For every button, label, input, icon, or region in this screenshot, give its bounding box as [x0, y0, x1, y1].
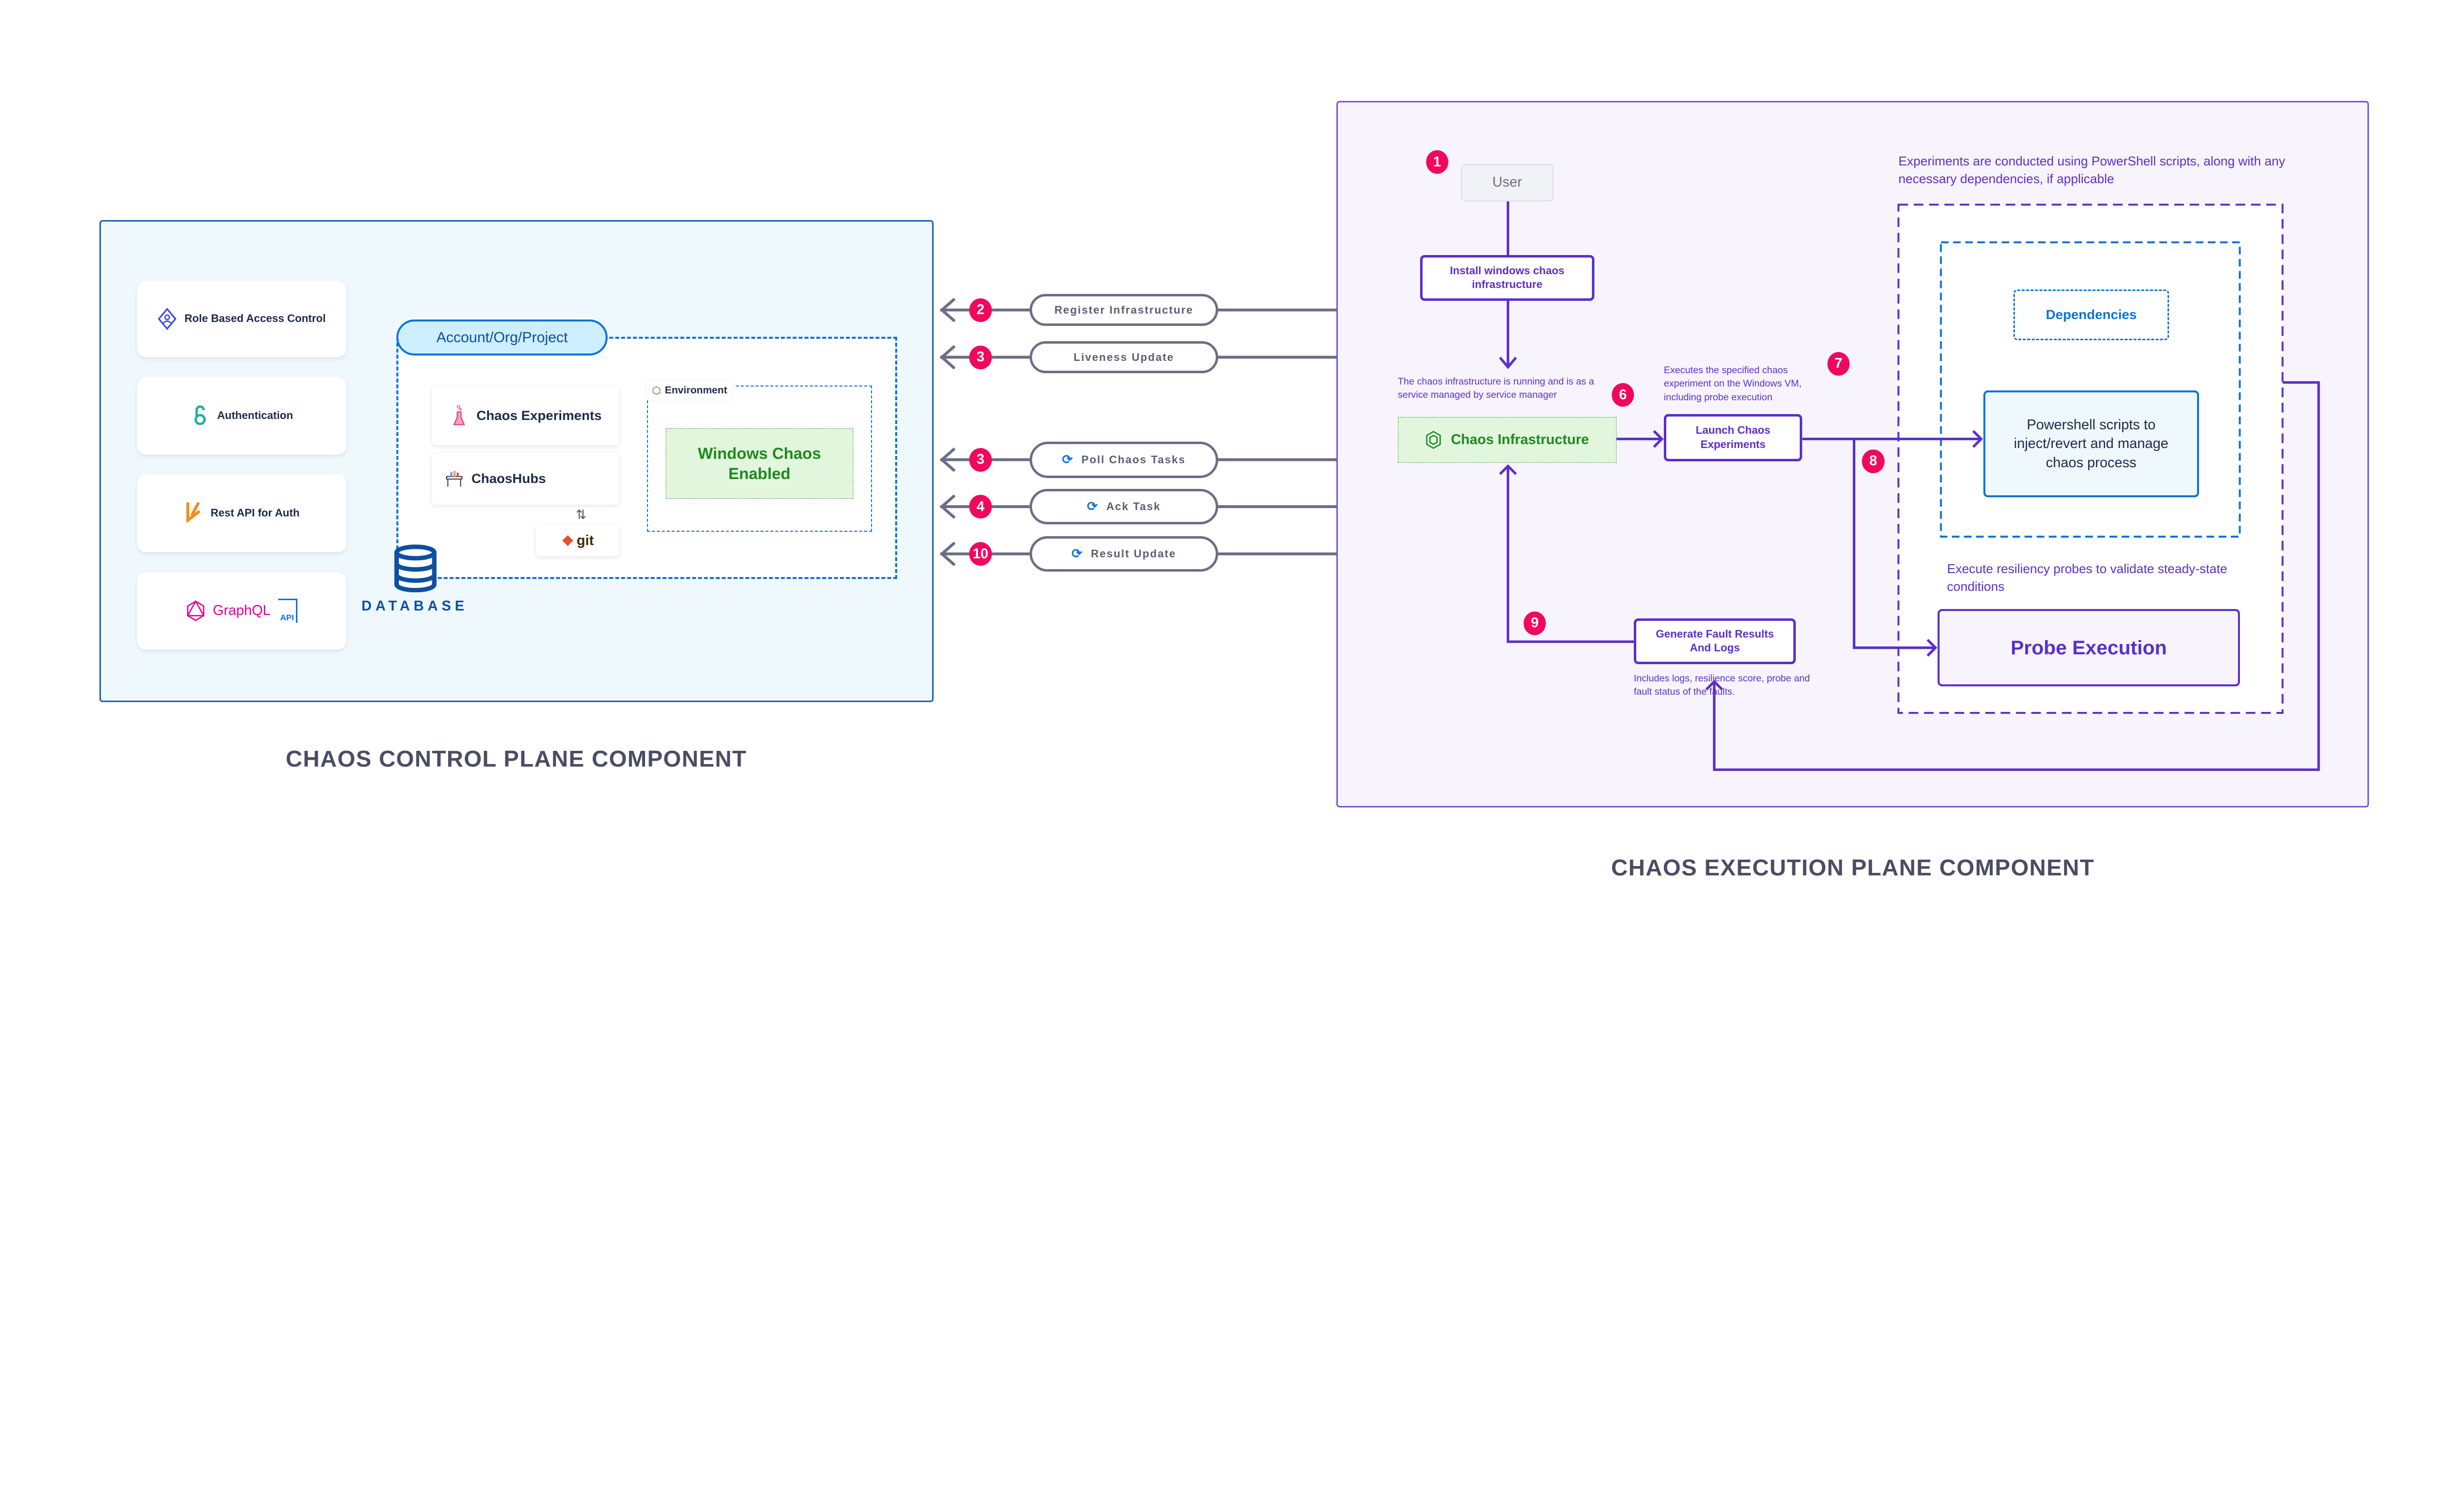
flask-icon: [453, 405, 465, 425]
chaoshubs-card[interactable]: ChaosHubs: [431, 451, 620, 506]
message-ack-task[interactable]: ⟳ Ack Task: [1029, 489, 1219, 524]
step-badge: 8: [1862, 449, 1884, 473]
step-badge: 4: [969, 495, 992, 519]
step-badge: 7: [1827, 352, 1850, 376]
graphql-icon: [186, 600, 205, 621]
probe-note: Execute resiliency probes to validate st…: [1947, 562, 2228, 594]
execution-plane-title: CHAOS EXECUTION PLANE COMPONENT: [1611, 854, 2095, 880]
chaos-infrastructure-label: Chaos Infrastructure: [1451, 432, 1589, 448]
card-graphql[interactable]: GraphQL API: [137, 571, 347, 650]
rest-api-icon: [186, 502, 200, 523]
sync-icon: ⟳: [1062, 452, 1074, 467]
powershell-scripts-box[interactable]: Powershell scripts to inject/revert and …: [1983, 390, 2199, 498]
message-label: Liveness Update: [1073, 351, 1174, 363]
graphql-label: GraphQL: [213, 602, 271, 618]
chaos-infrastructure-box[interactable]: Chaos Infrastructure: [1397, 417, 1617, 463]
install-infrastructure-box[interactable]: Install windows chaos infrastructure: [1420, 255, 1595, 301]
user-box[interactable]: User: [1460, 163, 1554, 202]
message-label: Result Update: [1091, 547, 1176, 560]
generate-results-box[interactable]: Generate Fault Results And Logs: [1633, 618, 1796, 664]
sync-icon: ⟳: [1071, 547, 1083, 561]
card-rest-api[interactable]: Rest API for Auth: [137, 474, 347, 552]
git-label: git: [577, 532, 594, 548]
message-liveness-update[interactable]: Liveness Update: [1029, 341, 1219, 373]
launch-flow-lines: [1802, 430, 1983, 657]
api-doc-icon: API: [278, 598, 297, 623]
git-card[interactable]: git: [535, 524, 620, 557]
card-label: Role Based Access Control: [184, 312, 326, 325]
card-authentication[interactable]: Authentication: [137, 376, 347, 455]
step-badge: 9: [1523, 611, 1546, 635]
message-poll-chaos-tasks[interactable]: ⟳ Poll Chaos Tasks: [1029, 441, 1219, 478]
step-badge: 3: [969, 448, 992, 472]
step-badge: 1: [1425, 150, 1449, 174]
environment-label: Environment: [665, 385, 727, 396]
step-badge: 2: [969, 298, 992, 322]
message-label: Ack Task: [1106, 500, 1161, 513]
infra-note: The chaos infrastructure is running and …: [1397, 376, 1594, 401]
dependencies-box[interactable]: Dependencies: [2013, 290, 2170, 340]
step-badge: 3: [969, 345, 992, 369]
sync-icon: ⟳: [1087, 500, 1099, 514]
chaos-experiments-label: Chaos Experiments: [476, 407, 602, 423]
database-label: DATABASE: [361, 598, 468, 614]
launch-chaos-experiments-box[interactable]: Launch Chaos Experiments: [1663, 414, 1803, 461]
step-badge: 10: [969, 542, 992, 566]
chaoshubs-icon: [446, 471, 462, 487]
message-lines: [939, 297, 1337, 566]
message-label: Register Infrastructure: [1054, 303, 1194, 316]
chaoshubs-label: ChaosHubs: [471, 470, 546, 486]
rbac-icon: [158, 307, 177, 330]
card-rbac[interactable]: Role Based Access Control: [137, 280, 347, 357]
chaos-experiments-card[interactable]: Chaos Experiments: [431, 386, 620, 446]
hexagon-icon: [1426, 431, 1441, 449]
git-icon: [562, 535, 573, 547]
account-org-project-pill[interactable]: Account/Org/Project: [396, 320, 608, 356]
environment-icon: ⬡: [652, 385, 661, 396]
powershell-note: Experiments are conducted using PowerShe…: [1898, 154, 2285, 187]
execution-flow-lines: [1499, 201, 2320, 771]
launch-note: Executes the specified chaos experiment …: [1663, 365, 1802, 403]
message-result-update[interactable]: ⟳ Result Update: [1029, 536, 1219, 572]
database-icon: [394, 545, 437, 593]
openid-icon: [194, 405, 206, 425]
probe-execution-box[interactable]: Probe Execution: [1938, 609, 2240, 687]
sync-arrows-icon: ⇅: [576, 508, 586, 522]
card-label: Rest API for Auth: [210, 507, 300, 519]
step-badge: 6: [1612, 383, 1634, 407]
generate-note: Includes logs, resilience score, probe a…: [1633, 673, 1810, 698]
powershell-boundary: [1940, 241, 2241, 538]
windows-chaos-enabled-box: Windows Chaos Enabled: [665, 428, 853, 499]
control-plane-title: CHAOS CONTROL PLANE COMPONENT: [286, 746, 747, 772]
message-register-infrastructure[interactable]: Register Infrastructure: [1029, 294, 1219, 326]
message-label: Poll Chaos Tasks: [1081, 453, 1186, 466]
environment-label-pill: ⬡ Environment: [645, 379, 735, 402]
card-label: Authentication: [217, 409, 293, 421]
